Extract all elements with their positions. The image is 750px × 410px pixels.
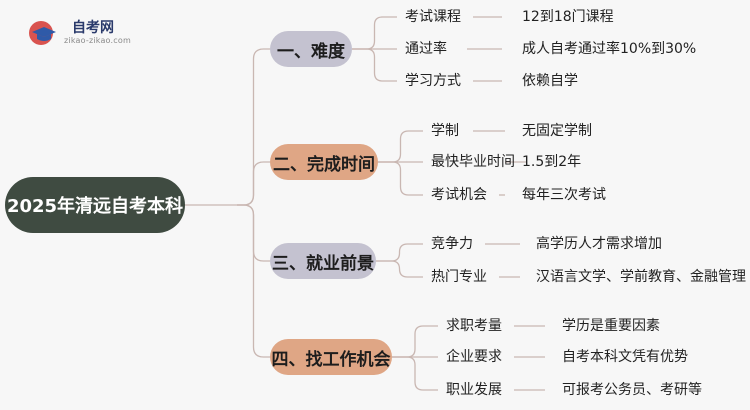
branch-job-opportunities: 四、找工作机会: [270, 339, 392, 375]
leaf-key: 竞争力: [431, 236, 473, 252]
leaf-key: 企业要求: [446, 349, 502, 365]
leaf-value: 高学历人才需求增加: [536, 236, 662, 252]
leaf-key: 学制: [431, 123, 459, 139]
leaf-connector: [378, 130, 423, 163]
leaf-key: 求职考量: [446, 318, 502, 334]
leaf-key: 学习方式: [405, 73, 461, 89]
leaf-connector: [376, 243, 423, 262]
leaf-value: 自考本科文凭有优势: [562, 349, 688, 365]
leaf-value: 成人自考通过率10%到30%: [522, 41, 697, 57]
leaf-value: 无固定学制: [522, 123, 592, 139]
leaf-connector: [376, 260, 423, 278]
leaf-connector: [378, 161, 423, 196]
branch-employment-prospects: 三、就业前景: [270, 243, 376, 279]
branch-difficulty: 一、难度: [270, 31, 352, 67]
leaf-value: 12到18门课程: [522, 9, 614, 25]
leaf-connector: [392, 325, 438, 358]
branch-connector: [237, 161, 270, 206]
leaf-value: 可报考公务员、考研等: [562, 382, 702, 398]
logo-icon: [28, 20, 58, 46]
branch-connector: [237, 204, 270, 358]
leaf-key: 考试课程: [405, 9, 461, 25]
leaf-value: 汉语言文学、学前教育、金融管理: [536, 269, 746, 285]
logo-title: 自考网: [72, 20, 114, 36]
leaf-key: 职业发展: [446, 382, 502, 398]
leaf-key: 热门专业: [431, 269, 487, 285]
leaf-key: 最快毕业时间: [431, 154, 515, 170]
leaf-connector: [352, 16, 397, 50]
leaf-value: 1.5到2年: [522, 154, 582, 170]
leaf-connector: [352, 48, 397, 82]
leaf-key: 通过率: [405, 41, 447, 57]
root-node: 2025年清远自考本科: [5, 177, 185, 233]
leaf-value: 每年三次考试: [522, 187, 606, 203]
logo-url: zikao-zikao.com: [64, 36, 131, 45]
leaf-value: 学历是重要因素: [562, 318, 660, 334]
leaf-value: 依赖自学: [522, 73, 578, 89]
leaf-connector: [392, 356, 438, 391]
branch-completion-time: 二、完成时间: [270, 144, 378, 180]
leaf-key: 考试机会: [431, 187, 487, 203]
